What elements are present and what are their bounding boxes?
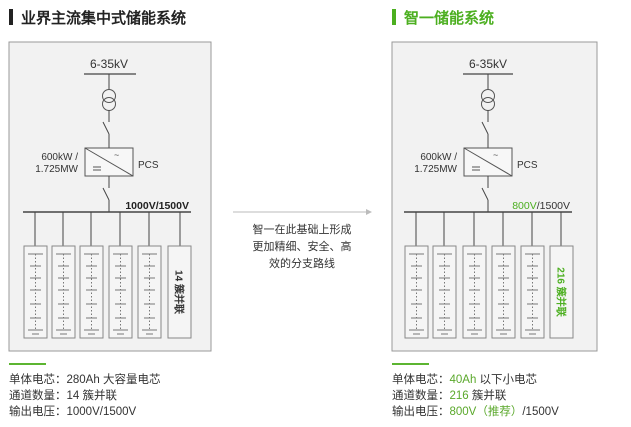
spec-label: 通道数量： [392, 390, 450, 402]
switch-icon [481, 187, 489, 201]
parallel-cluster-box [549, 245, 574, 339]
caption-line: 效的分支路线 [269, 258, 335, 270]
right-pcs-label: PCS [517, 160, 538, 171]
right-parallel-label: 216 簇并联 [555, 267, 568, 316]
spec-label: 单体电芯： [9, 374, 67, 386]
switch-icon [102, 121, 110, 135]
left-bus-voltage: 1000V/1500V [125, 200, 189, 212]
spec-row: 单体电芯：40Ah 以下小电芯 [392, 372, 559, 388]
left-pcs-rating-2: 1.725MW [35, 164, 78, 175]
spec-row: 通道数量：216 簇并联 [392, 388, 559, 404]
right-voltage-top: 6-35kV [469, 57, 507, 71]
battery-cluster-icon [404, 245, 429, 339]
caption-line: 智一在此基础上形成 [252, 224, 352, 236]
right-specs: 单体电芯：40Ah 以下小电芯 通道数量：216 簇并联 输出电压：800V（推… [392, 372, 559, 420]
left-title: 业界主流集中式储能系统 [9, 6, 186, 28]
left-pcs-rating-1: 600kW / [41, 152, 78, 163]
pcs-converter-icon [84, 147, 134, 177]
spec-value: 14 簇并联 [66, 390, 118, 402]
right-bus-voltage-rest: /1500V [537, 200, 570, 212]
pcs-converter-icon [463, 147, 513, 177]
right-title-text: 智一储能系统 [404, 9, 495, 27]
spec-value: 280Ah 大容量电芯 [66, 374, 161, 386]
spec-row: 通道数量：14 簇并联 [9, 388, 160, 404]
spec-value-highlight: 216 [449, 390, 469, 402]
battery-cluster-icon [462, 245, 487, 339]
switch-icon [102, 187, 110, 201]
title-bar-marker [9, 9, 13, 25]
battery-cluster-icon [108, 245, 133, 339]
spec-value-highlight: 800V（推荐） [449, 406, 523, 418]
battery-cluster-icon [432, 245, 457, 339]
spec-value: 1000V/1500V [66, 406, 137, 418]
left-specs: 单体电芯：280Ah 大容量电芯 通道数量：14 簇并联 输出电压：1000V/… [9, 372, 160, 420]
left-title-text: 业界主流集中式储能系统 [21, 9, 187, 27]
spec-label: 单体电芯： [392, 374, 450, 386]
spec-row: 输出电压：1000V/1500V [9, 404, 160, 420]
left-parallel-label: 14 簇并联 [173, 270, 186, 314]
battery-cluster-icon [137, 245, 162, 339]
right-spec-divider [392, 363, 429, 365]
right-title: 智一储能系统 [392, 6, 494, 28]
battery-cluster-icon [51, 245, 76, 339]
arrow-head-icon [366, 209, 372, 215]
left-pcs-label: PCS [138, 160, 159, 171]
spec-label: 输出电压： [9, 406, 67, 418]
battery-cluster-icon [23, 245, 48, 339]
spec-row: 输出电压：800V（推荐）/1500V [392, 404, 559, 420]
right-bus-voltage-hl: 800V [512, 200, 537, 212]
spec-row: 单体电芯：280Ah 大容量电芯 [9, 372, 160, 388]
battery-cluster-icon [491, 245, 516, 339]
left-panel: 6-35kV 600kW / 1.725MW PCS 1000V/1500V 1… [8, 41, 212, 352]
right-panel: 6-35kV 600kW / 1.725MW PCS 800V/1500V 21… [391, 41, 598, 352]
right-pcs-rating-2: 1.725MW [414, 164, 457, 175]
left-spec-divider [9, 363, 46, 365]
battery-cluster-icon [520, 245, 545, 339]
left-voltage-top: 6-35kV [90, 57, 128, 71]
parallel-cluster-box [167, 245, 192, 339]
caption-line: 更加精细、安全、高 [252, 241, 352, 253]
switch-icon [481, 121, 489, 135]
spec-label: 通道数量： [9, 390, 67, 402]
right-bus-voltage: 800V/1500V [512, 200, 570, 212]
right-pcs-rating-1: 600kW / [420, 152, 457, 163]
spec-label: 输出电压： [392, 406, 450, 418]
title-bar-marker [392, 9, 396, 25]
spec-value: 簇并联 [468, 390, 507, 402]
spec-value-highlight: 40Ah [449, 374, 477, 386]
spec-value: /1500V [522, 406, 559, 418]
spec-value: 以下小电芯 [476, 374, 538, 386]
transition-caption: 智一在此基础上形成 更加精细、安全、高 效的分支路线 [237, 222, 367, 273]
battery-cluster-icon [79, 245, 104, 339]
